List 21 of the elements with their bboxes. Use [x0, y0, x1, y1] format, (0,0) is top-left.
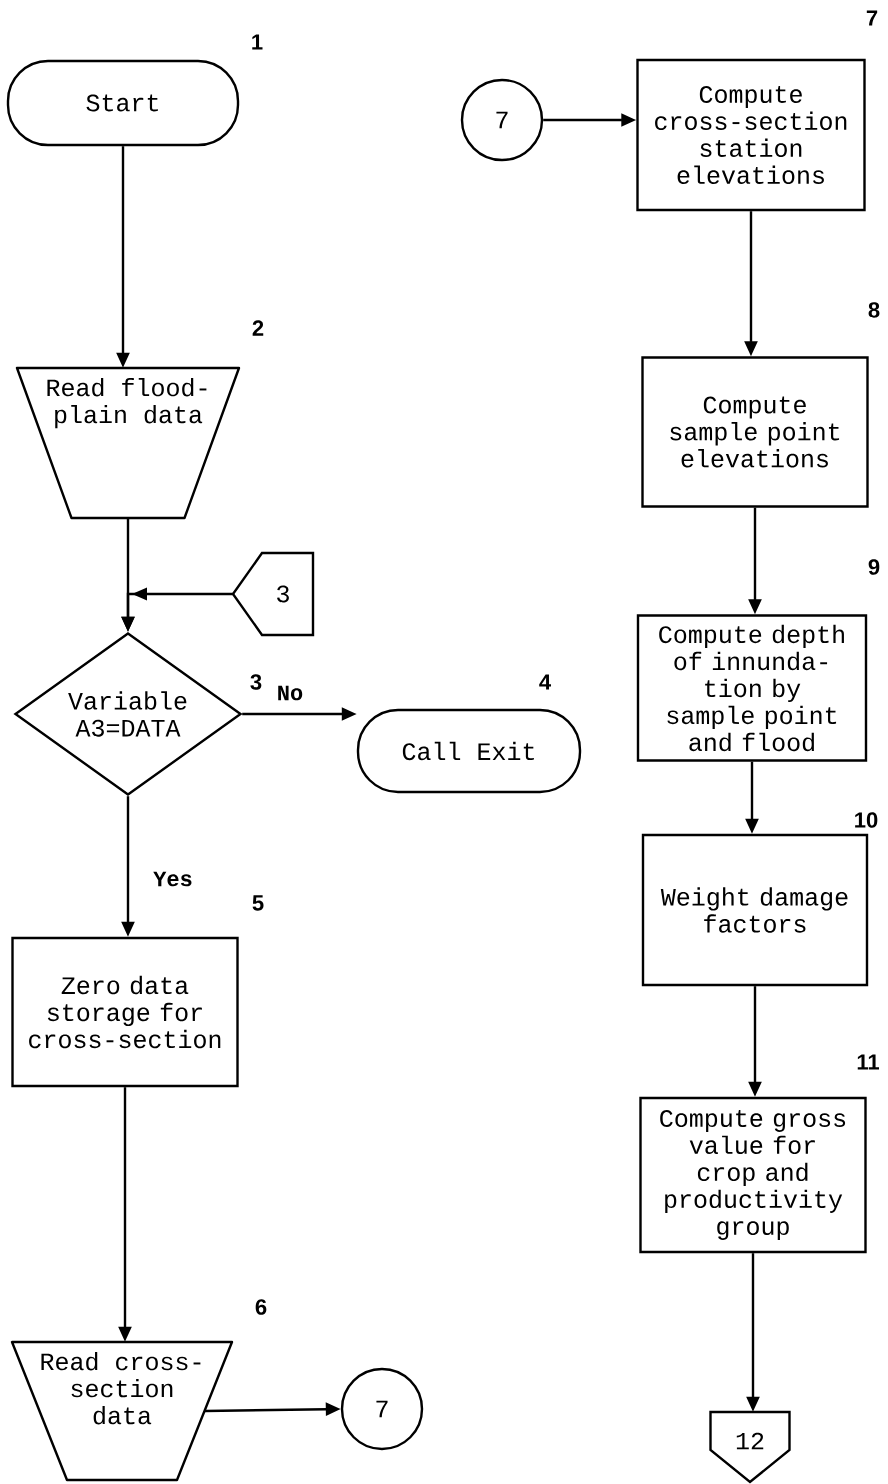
- process-box: Compute sample point elevations: [641, 356, 869, 508]
- process-box: Compute cross-section station elevations: [636, 58, 866, 212]
- step-number: 11: [857, 1054, 879, 1070]
- process-box: Weight damage factors: [641, 833, 869, 987]
- step-number: 10: [855, 812, 878, 828]
- step-number: 4: [539, 674, 551, 690]
- step-number: 3: [250, 674, 262, 690]
- connector-pentagon: 12: [709, 1410, 791, 1484]
- step-number: 6: [255, 1299, 267, 1315]
- input-trapezoid: Read cross- section data: [10, 1340, 234, 1482]
- process-box: Zero data storage for cross-section: [11, 936, 239, 1088]
- step-number: 5: [252, 895, 264, 911]
- input-trapezoid: Read flood- plain data: [15, 366, 241, 520]
- step-number: 9: [868, 559, 880, 575]
- process-box: Compute depth of innunda- tion by sample point and flood: [636, 614, 868, 762]
- step-number: 1: [252, 34, 263, 50]
- step-number: 8: [868, 302, 880, 318]
- step-number: 2: [252, 320, 264, 336]
- step-number: 7: [866, 10, 878, 26]
- process-box: Compute gross value for crop and productivity group: [639, 1096, 867, 1254]
- connector-pentagon: 3: [231, 551, 315, 637]
